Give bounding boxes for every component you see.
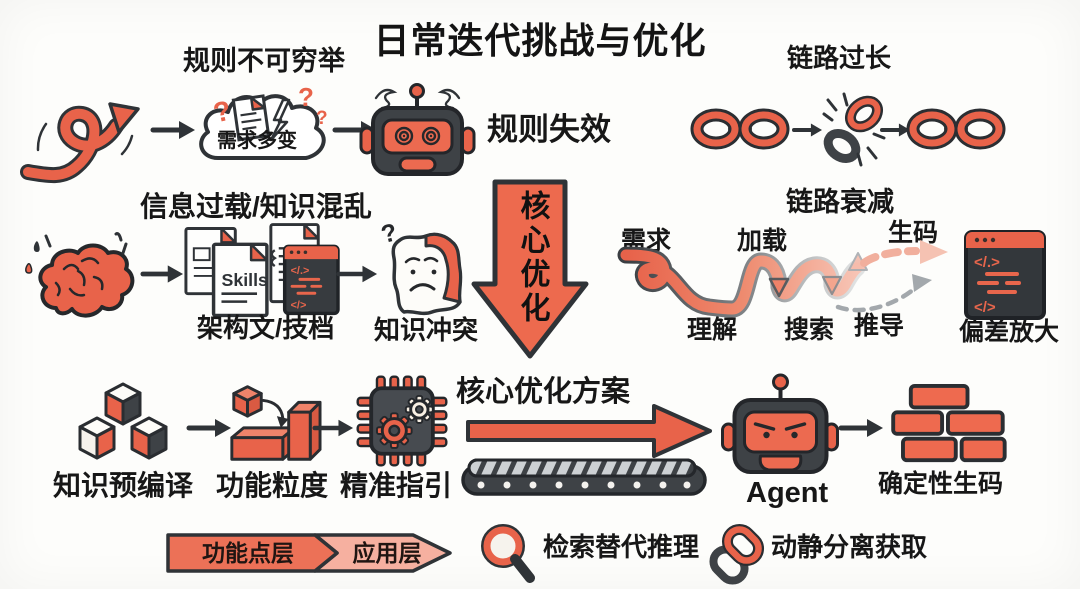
label-precise-guidance: 精准指引: [340, 470, 453, 501]
dizzy-robot-icon: [359, 83, 476, 176]
chain-icon: [690, 108, 790, 150]
step-load: 加载: [737, 227, 788, 255]
page-title: 日常迭代挑战与优化: [373, 20, 707, 61]
arrow-right-icon: [186, 419, 231, 437]
loop-arrow-icon: [20, 102, 140, 184]
heading-chain-long: 链路过长: [787, 43, 892, 73]
gear-icon: [376, 412, 413, 449]
banner-segment-function-layer: 功能点层: [202, 540, 294, 566]
arrow-right-icon: [140, 265, 184, 283]
magnifier-icon: [481, 524, 535, 583]
docs-stack-icon: Skills </.> </>: [184, 223, 340, 318]
core-optimization-arrow: 核心优化: [471, 176, 602, 362]
heading-info-overload: 信息过载/知识混乱: [140, 191, 372, 222]
label-knowledge-conflict: 知识冲突: [374, 315, 479, 345]
code-glyph: </>: [291, 300, 307, 312]
code-window-small-icon: </.> </>: [282, 244, 340, 316]
layer-banner: 功能点层 应用层: [163, 528, 455, 578]
brain-icon: [25, 232, 135, 318]
banner-segment-app-layer: 应用层: [352, 540, 422, 566]
question-mark: ?: [211, 95, 234, 129]
step-search: 搜索: [784, 316, 835, 344]
conveyor-belt-icon: [461, 458, 707, 496]
code-glyph: </>: [974, 299, 996, 316]
core-optimization-label: 核心优化: [515, 190, 549, 326]
spiral-eye: [394, 126, 414, 146]
paper-icon: [231, 94, 271, 142]
label-dynamic-static-separation: 动静分离获取: [771, 532, 928, 562]
agent-robot-icon: [721, 373, 839, 474]
label-bias-amplified: 偏差放大: [959, 318, 1060, 346]
arrow-right-icon: [880, 123, 910, 137]
label-deterministic-codegen: 确定性生码: [878, 470, 1004, 498]
skills-doc-title: Skills: [221, 270, 268, 290]
label-precompile: 知识预编译: [53, 470, 194, 501]
gear-icon: [404, 395, 434, 424]
arrow-right-icon: [312, 419, 354, 437]
code-glyph: </.>: [291, 265, 310, 277]
broken-chain-icon: [822, 92, 886, 167]
cloud-label: 需求多变: [217, 130, 297, 152]
spiral-eye: [421, 126, 441, 146]
heading-rules: 规则不可穷举: [183, 46, 345, 76]
code-glyph: </.>: [974, 254, 1000, 271]
arrow-right-icon: [792, 123, 822, 137]
step-codegen: 生码: [888, 219, 939, 247]
guidance-chip-icon: [356, 375, 448, 467]
arrow-right-icon: [150, 121, 195, 139]
label-granularity: 功能粒度: [216, 470, 329, 501]
bricks-icon: [891, 383, 1007, 463]
label-docs: 架构文/技档: [197, 313, 335, 343]
step-derive: 推导: [854, 312, 905, 340]
label-rules-fail: 规则失效: [487, 112, 611, 147]
chain-link-icon: [709, 523, 765, 585]
knowledge-cubes-icon: [78, 382, 168, 460]
step-understand: 理解: [687, 316, 738, 344]
question-mark: ?: [378, 218, 400, 249]
lightning-icon: [269, 98, 291, 142]
arrow-right-icon: [336, 265, 378, 283]
heading-solution: 核心优化方案: [456, 376, 631, 408]
chain-icon: [906, 108, 1006, 150]
question-mark: ?: [298, 82, 314, 112]
label-retrieval-over-reasoning: 检索替代推理: [543, 532, 700, 562]
confused-face-icon: ?: [378, 218, 463, 316]
label-agent: Agent: [746, 477, 829, 509]
heading-chain-decay: 链路衰减: [786, 187, 894, 217]
code-window-icon: </.> </>: [964, 230, 1046, 320]
arrow-right-icon: [838, 419, 883, 437]
decay-snake-arrow-icon: [617, 240, 948, 318]
question-mark: ?: [316, 108, 328, 129]
requirement-cloud-icon: ? ? ? 需求多变: [188, 78, 338, 178]
granular-blocks-icon: [230, 385, 322, 461]
pipeline-arrow-icon: [466, 404, 712, 458]
